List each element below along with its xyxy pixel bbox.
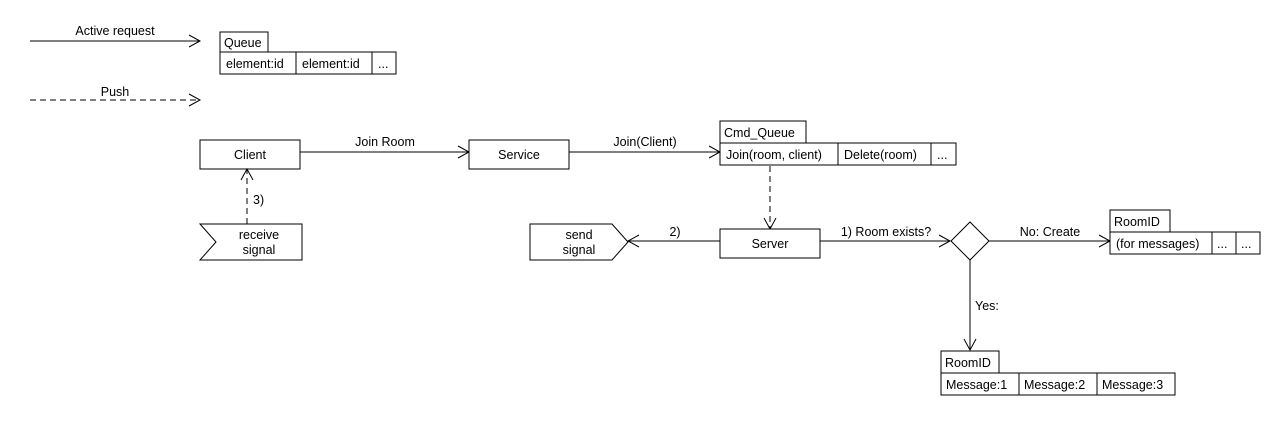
room-create-cell <box>1211 231 1237 255</box>
send-signal-node <box>529 223 629 261</box>
queue-cell-label: element:id <box>226 57 284 71</box>
client-node <box>199 139 301 170</box>
active-request-arrowhead <box>188 34 202 48</box>
room-create-cell-label: ... <box>1217 237 1227 251</box>
room-existing-cell-label: Message:1 <box>946 378 1007 392</box>
server-label: Server <box>752 237 789 251</box>
queue-cell <box>371 51 397 75</box>
cmd-queue-cell-label: Delete(room) <box>844 148 917 162</box>
step2-label: 2) <box>669 225 680 239</box>
send-signal-label-line1: send <box>565 228 592 242</box>
legend-push-label: Push <box>101 85 130 99</box>
join-client-label: Join(Client) <box>613 135 676 149</box>
room-create-cell-label: (for messages) <box>1116 237 1199 251</box>
receive-signal-node <box>198 223 303 261</box>
service-node <box>468 139 570 170</box>
room-existing-queue: RoomID Message:1 Message:2 Message:3 <box>940 350 1176 396</box>
step3-label: 3) <box>253 193 264 207</box>
join-room-label: Join Room <box>355 135 415 149</box>
room-create-queue: RoomID (for messages) ... ... <box>1109 209 1261 255</box>
receive-signal-label-line2: signal <box>243 243 276 257</box>
receive-to-client-arrowhead <box>240 167 254 181</box>
room-create-title: RoomID <box>1114 215 1160 229</box>
receive-signal-label-line1: receive <box>239 228 279 242</box>
room-exists-arrowhead <box>938 234 952 248</box>
queue-cell-label: ... <box>378 57 388 71</box>
room-exists-decision <box>950 221 990 261</box>
room-create-cell-label: ... <box>1241 237 1251 251</box>
no-create-label: No: Create <box>1020 225 1080 239</box>
legend: Active request Push Queue element:id ele… <box>30 24 397 107</box>
cmd-queue-cell <box>930 142 957 166</box>
legend-active-request-label: Active request <box>75 24 155 38</box>
yes-arrowhead <box>963 338 977 352</box>
cmd-queue-cell-label: Join(room, client) <box>726 148 822 162</box>
push-arrowhead <box>188 93 202 107</box>
service-label: Service <box>498 148 540 162</box>
cmd-queue-title: Cmd_Queue <box>724 126 795 140</box>
send-signal-arrowhead <box>626 234 640 248</box>
cmd-queue: Cmd_Queue Join(room, client) Delete(room… <box>719 120 957 166</box>
yes-label: Yes: <box>975 299 999 313</box>
queue-cell-label: element:id <box>302 57 360 71</box>
room-existing-cell-label: Message:3 <box>1102 378 1163 392</box>
server-node <box>719 228 821 259</box>
legend-queue-title: Queue <box>224 36 262 50</box>
step1-label: 1) Room exists? <box>841 225 931 239</box>
send-signal-label-line2: signal <box>563 243 596 257</box>
legend-queue: Queue element:id element:id ... <box>219 31 397 75</box>
room-existing-title: RoomID <box>945 356 991 370</box>
cmd-queue-cell-label: ... <box>937 148 947 162</box>
room-existing-cell <box>1096 372 1176 396</box>
room-existing-cell-label: Message:2 <box>1024 378 1085 392</box>
client-label: Client <box>234 148 266 162</box>
